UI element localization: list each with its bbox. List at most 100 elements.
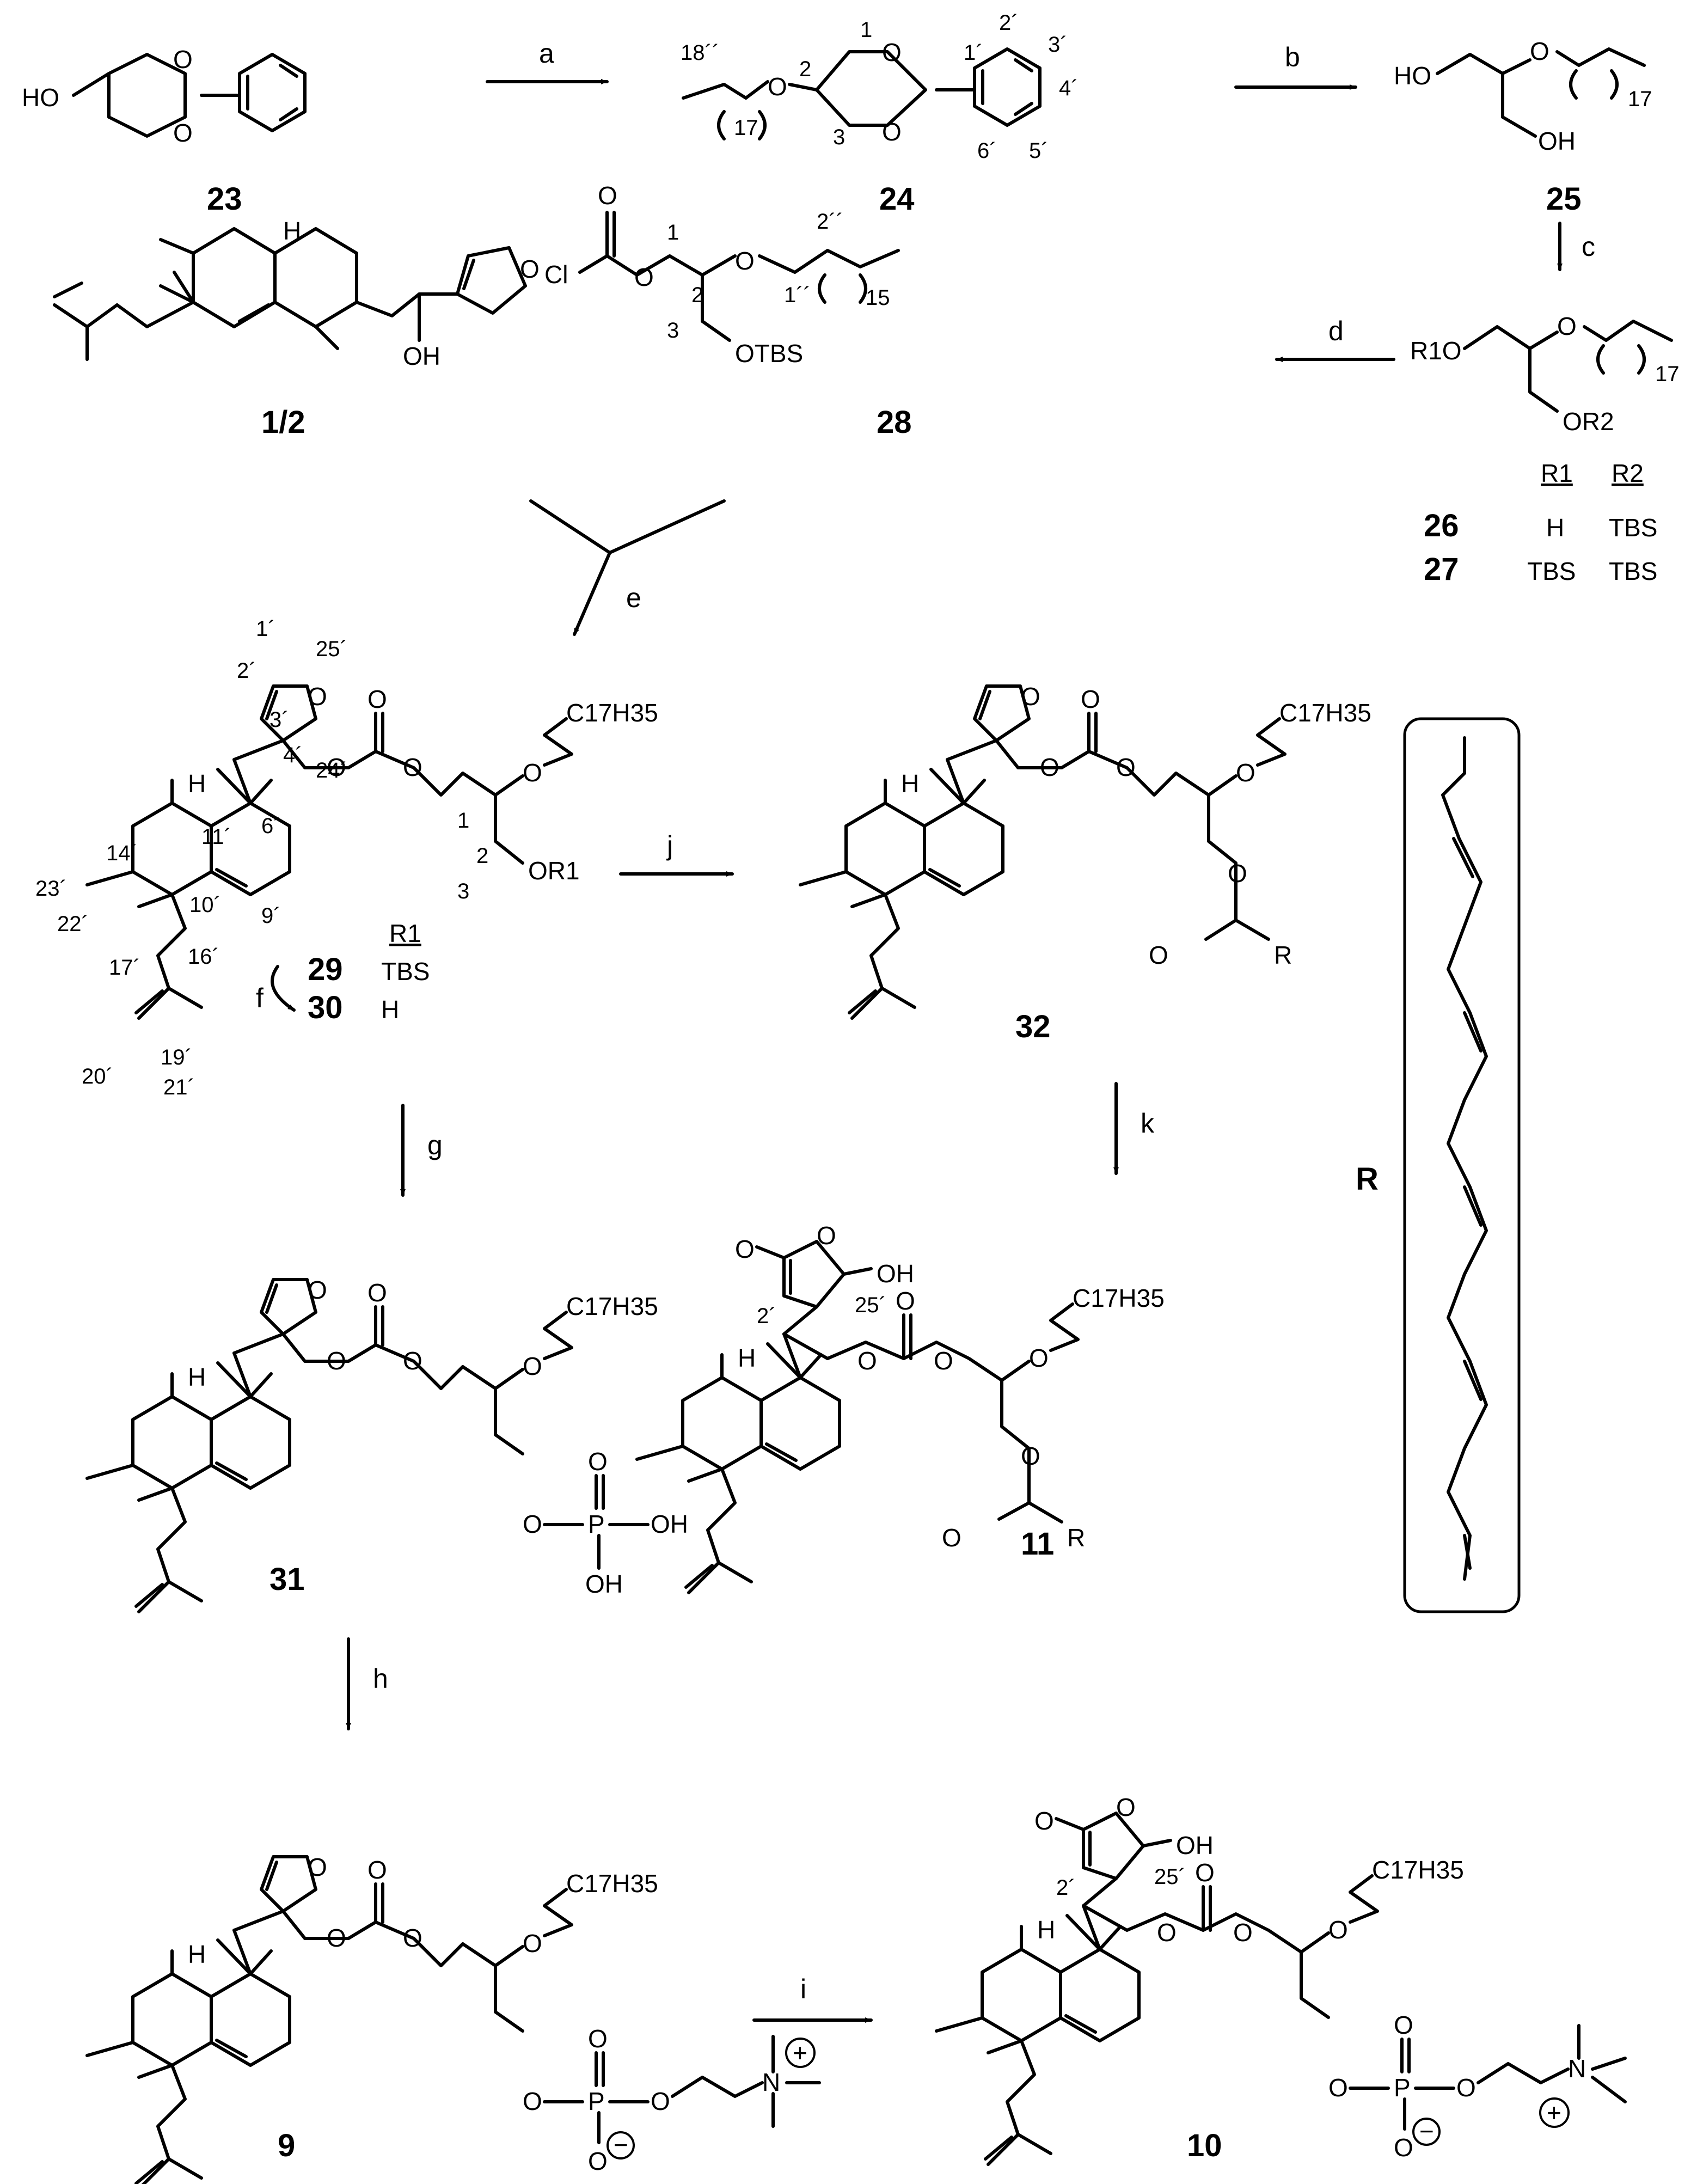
svg-text:22´: 22´ [57,912,89,936]
r-group-box: R [1356,717,1521,1613]
svg-text:2: 2 [476,844,488,868]
svg-text:O: O [1530,37,1549,65]
svg-text:O: O [1394,2133,1413,2162]
svg-text:P: P [588,1510,605,1538]
svg-text:O: O [403,1347,422,1375]
svg-text:OH: OH [585,1570,623,1598]
svg-text:26: 26 [1424,508,1459,543]
svg-text:−: − [1419,2117,1434,2145]
svg-text:25´: 25´ [316,637,347,661]
svg-text:g: g [427,1130,443,1160]
svg-text:O: O [1149,941,1168,969]
svg-text:O: O [882,38,902,66]
svg-text:17: 17 [734,116,758,140]
svg-text:10´: 10´ [189,893,221,917]
svg-text:17: 17 [1655,362,1680,386]
svg-text:6´: 6´ [261,814,281,838]
step-b: b [1234,42,1357,90]
svg-text:O: O [523,1510,542,1538]
svg-text:O: O [1236,758,1255,787]
svg-text:30: 30 [308,990,343,1025]
svg-text:HO: HO [1394,62,1431,90]
svg-text:H: H [283,217,301,245]
svg-text:17´: 17´ [109,956,140,980]
svg-text:H: H [188,769,206,798]
svg-text:TBS: TBS [381,957,430,986]
svg-text:OR2: OR2 [1563,407,1614,436]
svg-text:2: 2 [691,283,703,307]
svg-text:O: O [308,1276,327,1304]
svg-text:O: O [523,1352,542,1380]
svg-text:1´: 1´ [256,617,275,641]
svg-text:O: O [1021,682,1040,711]
svg-text:O: O [1116,1793,1136,1821]
svg-text:O: O [403,1924,422,1952]
svg-text:1: 1 [457,809,469,833]
svg-text:3´: 3´ [269,708,289,732]
svg-text:O: O [523,1929,542,1957]
svg-text:R: R [1067,1524,1085,1552]
svg-text:C17H35: C17H35 [566,1292,658,1320]
svg-text:9´: 9´ [261,904,281,928]
svg-text:OH: OH [1538,127,1576,155]
svg-text:O: O [588,1447,608,1476]
svg-text:+: + [1547,2099,1561,2127]
svg-text:17: 17 [1628,87,1652,111]
compound-23-label: 23 [207,181,242,217]
svg-text:O: O [735,1235,755,1263]
svg-text:O: O [1328,2073,1348,2102]
svg-text:4´: 4´ [1059,76,1079,100]
svg-text:O: O [588,2147,608,2175]
svg-text:R1O: R1O [1410,337,1462,365]
svg-text:29: 29 [308,952,343,987]
compound-10-label: 10 [1187,2128,1222,2163]
step-c: c [1557,222,1595,271]
compound-1-2-label: 1/2 [261,405,305,440]
svg-text:R1: R1 [1541,459,1573,487]
svg-text:R: R [1274,941,1292,969]
compound-11-label: 11 [1021,1526,1054,1562]
step-a: a [486,38,609,84]
compound-1-2-structure: H OH O 1/2 [53,217,540,440]
compound-32-structure: O O O O O C17H35 O O R H 32 [800,682,1371,1044]
svg-text:25´: 25´ [855,1293,886,1317]
svg-text:O: O [1233,1918,1253,1947]
svg-text:11´: 11´ [201,825,231,849]
compound-28-label: 28 [877,405,912,440]
svg-text:3´: 3´ [1048,33,1068,57]
compound-28-structure: Cl O O O OTBS 15 1 2 3 1´´ 2´´ 28 [544,181,912,440]
svg-text:a: a [539,38,554,69]
svg-text:O: O [634,263,654,291]
svg-text:O: O [308,682,327,711]
svg-text:C17H35: C17H35 [566,1869,658,1898]
svg-text:1´´: 1´´ [784,283,811,307]
step-d: d [1275,316,1395,362]
svg-text:O: O [327,1924,346,1952]
svg-text:OH: OH [1176,1831,1214,1859]
compound-9-structure: O O O O O C17H35 O P O O − O N + H 9 [87,1853,821,2184]
svg-text:OH: OH [651,1510,688,1538]
svg-text:16´: 16´ [188,945,219,969]
svg-text:O: O [327,753,346,781]
svg-text:2´: 2´ [999,11,1019,35]
svg-text:HO: HO [22,83,59,112]
svg-text:2: 2 [799,57,811,81]
svg-text:O: O [651,2087,670,2115]
svg-text:R1: R1 [389,919,421,947]
svg-text:27: 27 [1424,552,1459,587]
svg-text:O: O [882,118,902,146]
svg-text:P: P [588,2087,605,2115]
svg-text:O: O [598,181,617,210]
svg-text:O: O [1228,859,1247,888]
svg-text:C17H35: C17H35 [1073,1284,1165,1312]
svg-text:O: O [173,119,193,147]
svg-text:O: O [588,2024,608,2053]
svg-text:h: h [373,1663,388,1694]
svg-text:21´: 21´ [163,1075,195,1099]
svg-text:OR1: OR1 [528,857,580,885]
svg-text:4´: 4´ [283,743,303,767]
svg-text:23´: 23´ [35,877,67,901]
svg-text:H: H [188,1940,206,1968]
svg-text:1: 1 [667,221,679,244]
